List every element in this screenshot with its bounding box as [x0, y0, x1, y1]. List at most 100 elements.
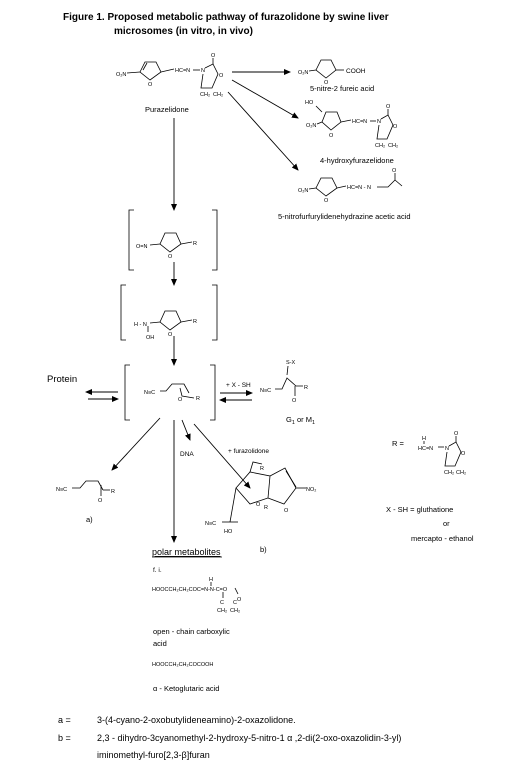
svg-text:CH₂: CH₂: [375, 143, 385, 149]
svg-text:O: O: [168, 254, 173, 260]
svg-text:CH₂: CH₂: [444, 470, 454, 476]
arrow-to-dna: [181, 419, 191, 441]
svg-text:O: O: [148, 82, 153, 88]
footnote-b-text1: 2,3 - dihydro-3cyanomethyl-2-hydroxy-5-n…: [97, 733, 401, 743]
svg-text:H - N: H - N: [134, 322, 147, 328]
nitrofuroic-acid-structure: O₂N O COOH: [298, 59, 366, 86]
svg-text:S-X: S-X: [286, 360, 296, 366]
footnote-a-key: a =: [58, 715, 71, 725]
svg-text:HC=N: HC=N: [418, 446, 433, 452]
open-chain-label-2: acid: [153, 639, 167, 648]
cyano-intermediate: N≡C O R: [124, 364, 216, 421]
svg-text:N≡C: N≡C: [56, 487, 67, 493]
svg-text:O: O: [393, 124, 398, 130]
svg-text:O=N: O=N: [136, 244, 147, 250]
conjugate-g1-m1-label: G1 or M1: [286, 415, 315, 426]
svg-text:O: O: [329, 133, 334, 139]
svg-text:CH₂: CH₂: [230, 608, 240, 614]
protein-label: Protein: [47, 374, 77, 385]
svg-text:N≡C: N≡C: [260, 388, 271, 394]
r-definition-label: R =: [392, 439, 405, 448]
plus-furazolidone-label: + furazolidone: [228, 448, 269, 455]
svg-text:H: H: [209, 577, 213, 583]
svg-text:O: O: [454, 431, 459, 437]
svg-text:R: R: [264, 505, 268, 511]
svg-text:O: O: [211, 53, 216, 59]
svg-text:O: O: [324, 80, 329, 86]
hydrazine-acetic-acid-structure: O₂N O HC=N - N O: [298, 168, 403, 204]
svg-text:R: R: [260, 466, 264, 472]
product-b-label: b): [260, 545, 267, 554]
hydroxylamine-intermediate: H - N OH O R: [120, 284, 218, 341]
svg-text:N≡C: N≡C: [205, 521, 216, 527]
svg-text:R: R: [196, 396, 200, 402]
svg-text:R: R: [111, 489, 115, 495]
svg-text:HC=N: HC=N: [352, 119, 367, 125]
dna-label: DNA: [180, 451, 194, 458]
svg-text:O₂N: O₂N: [116, 72, 126, 78]
svg-text:HO: HO: [305, 100, 314, 106]
svg-text:R: R: [193, 241, 197, 247]
svg-text:COOH: COOH: [346, 68, 366, 75]
thiol-conjugate-structure: S-X N≡C O R: [260, 360, 308, 404]
open-chain-label-1: open - chain carboxylic: [153, 627, 230, 636]
compound-hydroxyfurazolidone-label: 4-hydroxyfurazelidone: [320, 156, 394, 165]
svg-text:NO₂: NO₂: [306, 487, 316, 493]
svg-text:CH₂: CH₂: [200, 92, 210, 98]
r-group-structure: H HC=N N O O CH₂ CH₂: [418, 431, 466, 476]
xsh-or: or: [443, 519, 450, 528]
compound-hydrazine-acetic-acid-label: 5-nitrofurfurylidenehydrazine acetic aci…: [278, 212, 411, 221]
svg-text:O: O: [292, 398, 297, 404]
compound-furazolidone-label: Purazelidone: [145, 105, 189, 114]
svg-text:HO: HO: [224, 529, 233, 535]
product-a-label: a): [86, 515, 93, 524]
svg-text:O₂N: O₂N: [298, 70, 308, 76]
arrow-to-product-a: [111, 417, 161, 471]
svg-text:O: O: [237, 597, 242, 603]
svg-text:N: N: [377, 119, 381, 125]
ketoglutaric-formula: HOOCCH₂CH₂COCOOH: [152, 662, 213, 668]
compound-nitrofuroic-acid-label: 5-nitre-2 fureic acid: [310, 84, 374, 93]
svg-text:N: N: [201, 68, 205, 74]
fi-label: f. i.: [153, 567, 162, 574]
svg-text:N≡C: N≡C: [144, 390, 155, 396]
figure-title-line2: microsomes (in vitro, in vivo): [114, 26, 253, 37]
xsh-arrow-label: + X - SH: [226, 382, 251, 389]
footnote-a-text: 3-(4-cyano-2-oxobutylideneamino)-2-oxazo…: [97, 715, 296, 725]
svg-text:O: O: [178, 397, 183, 403]
svg-text:O: O: [386, 104, 391, 110]
svg-text:O: O: [219, 73, 224, 79]
open-chain-structure: HOOCCH₂CH₂COC=N-N-C=O H O C C CH₂ CH₂: [152, 577, 242, 614]
product-b-structure: NO₂ R O O R N≡C HO: [205, 461, 316, 535]
figure-title-line1: Figure 1. Proposed metabolic pathway of …: [63, 12, 389, 23]
svg-text:O: O: [461, 451, 466, 457]
svg-text:CH₂: CH₂: [217, 608, 227, 614]
footnote-b-text2: iminomethyl-furo[2,3-β]furan: [97, 750, 210, 760]
svg-text:O₂N: O₂N: [298, 188, 308, 194]
polar-metabolites-label: polar metabolites: [152, 547, 221, 557]
svg-text:CH₂: CH₂: [456, 470, 466, 476]
svg-text:CH₂: CH₂: [388, 143, 398, 149]
svg-text:C: C: [220, 600, 224, 606]
svg-text:HOOCCH₂CH₂COC=N-N-C=O: HOOCCH₂CH₂COC=N-N-C=O: [152, 587, 228, 593]
product-a-structure: N≡C O R: [56, 480, 115, 504]
svg-text:O: O: [324, 198, 329, 204]
svg-text:H: H: [422, 436, 426, 442]
svg-text:R: R: [304, 385, 308, 391]
furazolidone-structure: O₂N O HC=N N O O CH₂ CH₂: [116, 53, 224, 98]
arrow-to-product-b: [193, 423, 251, 489]
svg-text:O: O: [256, 502, 261, 508]
svg-text:O: O: [392, 168, 397, 174]
svg-text:O: O: [98, 498, 103, 504]
hydroxyfurazolidone-structure: HO O₂N O HC=N N O O CH₂ CH₂: [305, 100, 398, 149]
svg-text:HC=N - N: HC=N - N: [347, 185, 371, 191]
svg-text:OH: OH: [146, 335, 154, 341]
arrow-to-hydrazine-acetic-acid: [227, 91, 299, 171]
ketoglutaric-label: α - Ketoglutaric acid: [153, 684, 219, 693]
svg-text:O: O: [284, 508, 289, 514]
footnote-b-key: b =: [58, 733, 71, 743]
svg-text:HC=N: HC=N: [175, 68, 190, 74]
svg-text:N: N: [445, 446, 449, 452]
xsh-mercapto: mercapto - ethanol: [411, 534, 474, 543]
